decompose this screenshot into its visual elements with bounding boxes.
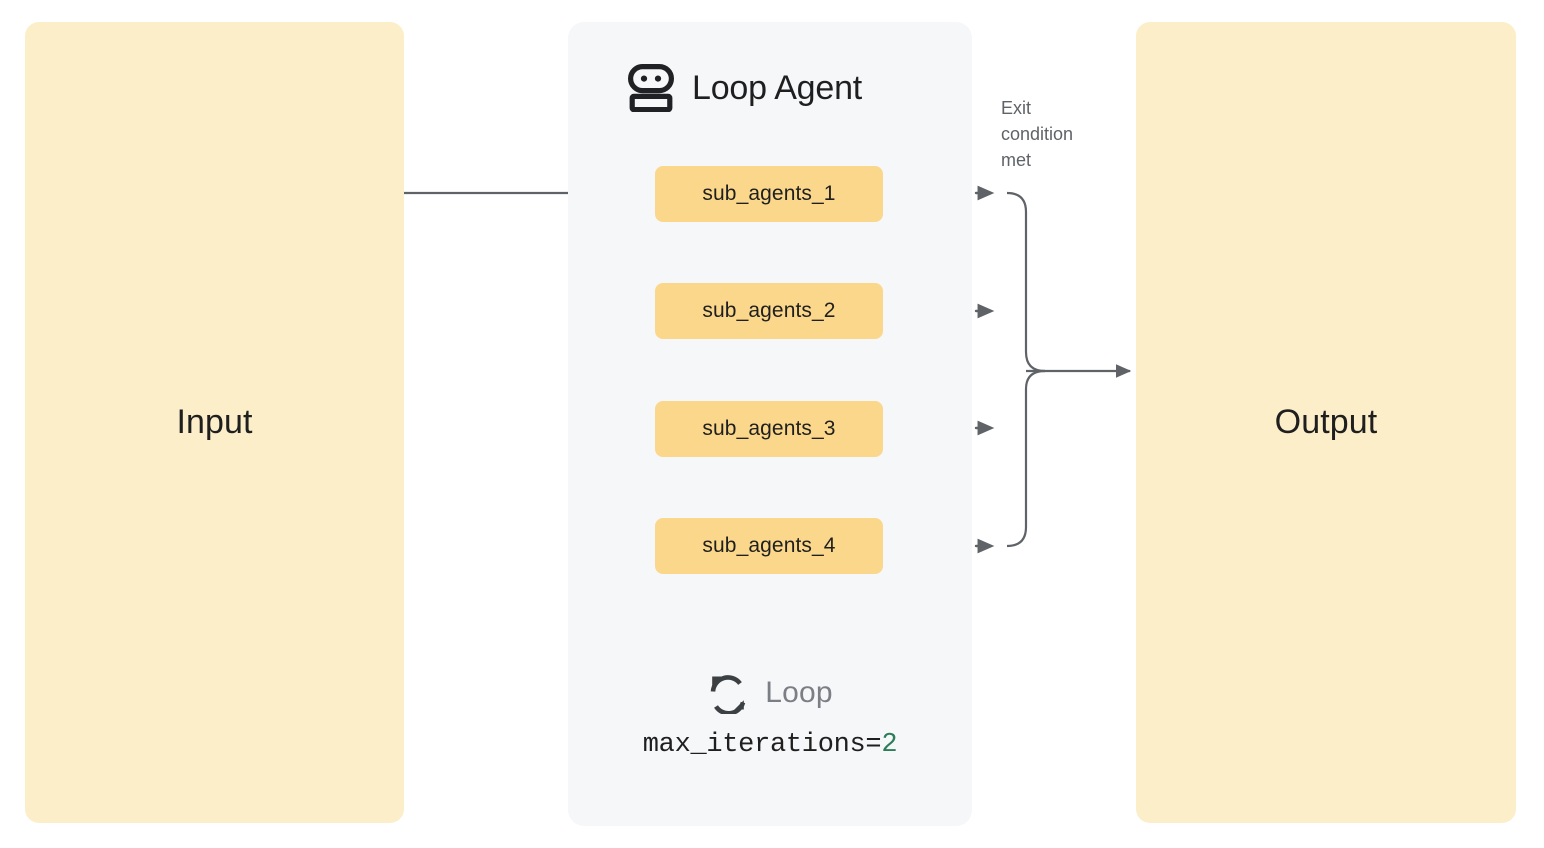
agent-box-sub-agents-2[interactable]: sub_agents_2 [655,283,883,339]
merge-bus-lower [1006,369,1046,548]
agent-label: sub_agents_2 [702,299,836,322]
agent-box-sub-agents-3[interactable]: sub_agents_3 [655,401,883,457]
merge-bus-upper [1006,191,1046,373]
loop-label: Loop [765,676,833,709]
agent-box-sub-agents-4[interactable]: sub_agents_4 [655,518,883,574]
output-box: Output [1136,22,1516,823]
loop-icon [707,672,749,714]
agent-label: sub_agents_4 [702,534,836,557]
agent-label: sub_agents_1 [702,182,836,205]
loop-agent-title: Loop Agent [692,68,863,107]
agent-box-sub-agents-1[interactable]: sub_agents_1 [655,166,883,222]
loop-row: Loop [568,672,972,714]
input-label: Input [176,403,253,441]
max-iterations-value: 2 [881,730,898,760]
max-iterations-row: max_iterations=2 [568,730,972,760]
input-box: Input [25,22,404,823]
loop-footer: Loop max_iterations=2 [568,672,972,760]
exit-condition-label: Exit condition met [1001,98,1074,170]
loop-agent-header: Loop Agent [628,64,862,112]
max-iterations-key: max_iterations= [642,730,882,760]
agent-label: sub_agents_3 [702,417,836,440]
output-label: Output [1274,403,1378,441]
robot-icon [628,64,674,112]
